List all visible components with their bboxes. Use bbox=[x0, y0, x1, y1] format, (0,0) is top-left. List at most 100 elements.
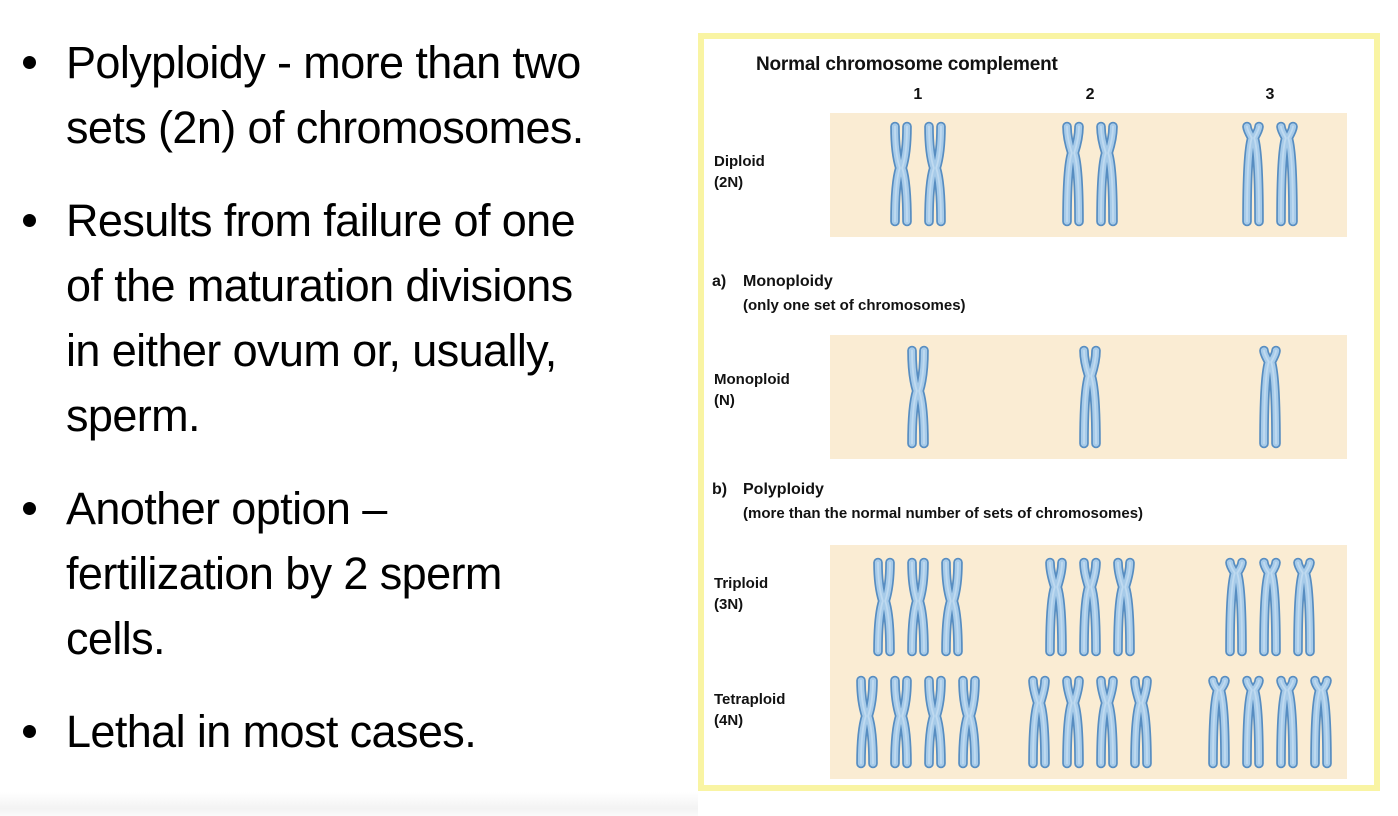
chromosome-1-metacentric-icon bbox=[890, 121, 912, 227]
bullet-line: sperm. bbox=[66, 390, 201, 441]
bullet-text: Lethal in most cases. bbox=[66, 699, 708, 764]
diploid-chromosome-row bbox=[830, 121, 1347, 227]
chromosome-2-submetacentric-icon bbox=[1062, 675, 1084, 769]
tetraploid-group-3 bbox=[1204, 675, 1336, 769]
chromosome-1-metacentric-icon bbox=[958, 675, 980, 769]
column-headers: 1 2 3 bbox=[830, 86, 1347, 108]
triploid-label-name: Triploid bbox=[714, 575, 769, 592]
chromosome-1-metacentric-icon bbox=[890, 675, 912, 769]
triploid-label: Triploid (3N) bbox=[714, 573, 768, 615]
chromosome-2-submetacentric-icon bbox=[1130, 675, 1152, 769]
figure-title: Normal chromosome complement bbox=[756, 54, 1058, 75]
slide-bottom-edge bbox=[0, 792, 698, 816]
chromosome-3-acrocentric-icon bbox=[1293, 557, 1315, 657]
monoploid-label: Monoploid (N) bbox=[714, 369, 790, 411]
bullet-line: Another option – bbox=[66, 483, 387, 534]
column-header-3: 3 bbox=[1265, 86, 1275, 103]
bullet-line: Polyploidy - more than two bbox=[66, 37, 581, 88]
diploid-group-3 bbox=[1238, 121, 1302, 227]
chromosome-2-submetacentric-icon bbox=[1062, 121, 1084, 227]
tetraploid-label-name: Tetraploid bbox=[714, 691, 786, 708]
bullet-list: Polyploidy - more than two sets (2n) of c… bbox=[16, 30, 708, 792]
diploid-group-1 bbox=[886, 121, 950, 227]
bullet-text: Polyploidy - more than two sets (2n) of c… bbox=[66, 30, 708, 160]
chromosome-3-acrocentric-icon bbox=[1242, 675, 1264, 769]
bullet-marker-icon bbox=[16, 476, 66, 671]
bullet-item: Results from failure of one of the matura… bbox=[16, 188, 708, 448]
chromosome-3-acrocentric-icon bbox=[1259, 557, 1281, 657]
bullet-line: Lethal in most cases. bbox=[66, 706, 477, 757]
column-header-2: 2 bbox=[1085, 86, 1095, 103]
bullet-marker-icon bbox=[16, 30, 66, 160]
triploid-chromosome-row bbox=[830, 557, 1347, 657]
monoploid-group-1 bbox=[903, 345, 933, 449]
chromosome-2-submetacentric-icon bbox=[1028, 675, 1050, 769]
chromosome-3-acrocentric-icon bbox=[1276, 121, 1298, 227]
bullet-item: Another option – fertilization by 2 sperm… bbox=[16, 476, 708, 671]
bullet-line: cells. bbox=[66, 613, 166, 664]
tetraploid-label: Tetraploid (4N) bbox=[714, 689, 785, 731]
chromosome-3-acrocentric-icon bbox=[1259, 345, 1281, 449]
monoploid-group-3 bbox=[1255, 345, 1285, 449]
chromosome-diagram: Normal chromosome complement 1 2 3 Diploid… bbox=[698, 33, 1380, 791]
column-header-1: 1 bbox=[913, 86, 923, 103]
section-b-heading: Polyploidy bbox=[743, 481, 824, 498]
monoploid-label-ploidy: (N) bbox=[714, 392, 735, 409]
bullet-marker-icon bbox=[16, 699, 66, 764]
chromosome-2-submetacentric-icon bbox=[1045, 557, 1067, 657]
chromosome-2-submetacentric-icon bbox=[1079, 557, 1101, 657]
monoploid-group-2 bbox=[1075, 345, 1105, 449]
chromosome-1-metacentric-icon bbox=[924, 675, 946, 769]
diploid-label-name: Diploid bbox=[714, 153, 765, 170]
section-a-subheading: (only one set of chromosomes) bbox=[743, 297, 966, 314]
chromosome-3-acrocentric-icon bbox=[1225, 557, 1247, 657]
chromosome-1-metacentric-icon bbox=[873, 557, 895, 657]
bullet-line: sets (2n) of chromosomes. bbox=[66, 102, 584, 153]
diploid-label: Diploid (2N) bbox=[714, 151, 765, 193]
section-a-prefix: a) bbox=[712, 273, 727, 290]
bullet-line: Results from failure of one bbox=[66, 195, 576, 246]
chromosome-1-metacentric-icon bbox=[856, 675, 878, 769]
chromosome-2-submetacentric-icon bbox=[1096, 121, 1118, 227]
bullet-item: Lethal in most cases. bbox=[16, 699, 708, 764]
section-a-heading-line: a) Monoploidy bbox=[712, 271, 966, 293]
tetraploid-label-ploidy: (4N) bbox=[714, 712, 744, 729]
tetraploid-group-2 bbox=[1024, 675, 1156, 769]
bullet-line: of the maturation divisions bbox=[66, 260, 573, 311]
chromosome-3-acrocentric-icon bbox=[1242, 121, 1264, 227]
section-b-polyploidy: b) Polyploidy (more than the normal numb… bbox=[712, 479, 1143, 524]
monoploid-chromosome-row bbox=[830, 345, 1347, 449]
monoploid-label-name: Monoploid bbox=[714, 371, 790, 388]
bullet-line: fertilization by 2 sperm bbox=[66, 548, 502, 599]
triploid-label-ploidy: (3N) bbox=[714, 596, 744, 613]
diploid-label-ploidy: (2N) bbox=[714, 174, 744, 191]
bullet-item: Polyploidy - more than two sets (2n) of c… bbox=[16, 30, 708, 160]
section-a-monoploidy: a) Monoploidy (only one set of chromosom… bbox=[712, 271, 966, 316]
section-b-subheading: (more than the normal number of sets of … bbox=[743, 505, 1144, 522]
tetraploid-group-1 bbox=[852, 675, 984, 769]
bullet-marker-icon bbox=[16, 188, 66, 448]
tetraploid-chromosome-row bbox=[830, 675, 1347, 769]
chromosome-2-submetacentric-icon bbox=[1096, 675, 1118, 769]
triploid-group-3 bbox=[1221, 557, 1319, 657]
triploid-group-2 bbox=[1041, 557, 1139, 657]
chromosome-2-submetacentric-icon bbox=[1079, 345, 1101, 449]
diploid-group-2 bbox=[1058, 121, 1122, 227]
chromosome-1-metacentric-icon bbox=[907, 557, 929, 657]
chromosome-2-submetacentric-icon bbox=[1113, 557, 1135, 657]
chromosome-3-acrocentric-icon bbox=[1208, 675, 1230, 769]
bullet-line: in either ovum or, usually, bbox=[66, 325, 557, 376]
chromosome-1-metacentric-icon bbox=[924, 121, 946, 227]
monoploid-band bbox=[830, 335, 1347, 459]
bullet-text: Results from failure of one of the matura… bbox=[66, 188, 708, 448]
triploid-group-1 bbox=[869, 557, 967, 657]
diploid-band bbox=[830, 113, 1347, 237]
chromosome-3-acrocentric-icon bbox=[1310, 675, 1332, 769]
chromosome-3-acrocentric-icon bbox=[1276, 675, 1298, 769]
chromosome-1-metacentric-icon bbox=[907, 345, 929, 449]
section-b-heading-line: b) Polyploidy bbox=[712, 479, 1143, 501]
section-a-heading: Monoploidy bbox=[743, 273, 833, 290]
chromosome-1-metacentric-icon bbox=[941, 557, 963, 657]
polyploid-band bbox=[830, 545, 1347, 779]
